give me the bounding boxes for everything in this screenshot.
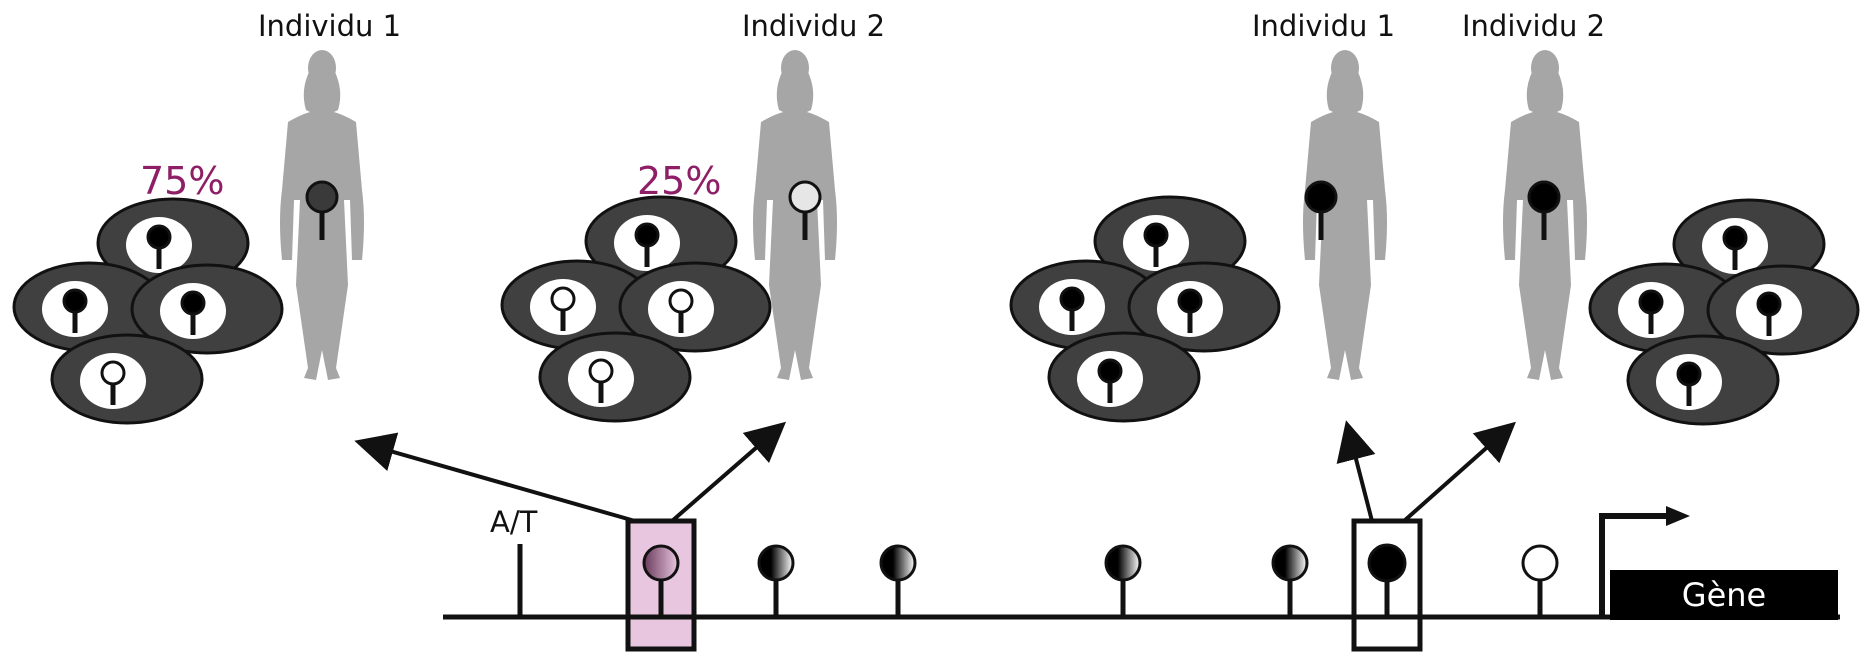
cell-cluster-g1-individual-1 [12,197,284,425]
marker-g2-ind1 [1304,180,1338,240]
cell-cluster-g1-individual-2 [500,195,772,423]
label-g2-individual-1: Individu 1 [1252,9,1395,43]
cell [1588,262,1742,354]
cpg-site-2 [757,544,795,617]
cpg-site-4 [1104,544,1142,617]
silhouette-g1-individual-2 [753,50,837,380]
cell [130,263,284,355]
cpg-site-3 [879,544,917,617]
cell [1009,259,1163,351]
cell [618,261,772,353]
arrow-to-g2-individual-2 [1402,421,1516,523]
cpg-site-1 [642,544,680,617]
marker-g2-ind2 [1527,180,1561,240]
silhouette-g2-individual-1 [1303,50,1387,380]
cell [500,259,654,351]
cell [1706,264,1860,356]
gene-box [1610,570,1838,620]
cell [1047,331,1201,423]
marker-g1-ind1 [305,180,339,240]
transcription-start-arrow [1599,506,1690,617]
cell [538,331,692,423]
cpg-site-6 [1367,543,1407,617]
label-g2-individual-2: Individu 2 [1462,9,1605,43]
cpg-site-7 [1521,544,1559,617]
highlight-box-methylated-site [1351,518,1423,652]
arrow-to-g1-individual-2 [670,421,787,523]
cpg-site-5 [1271,544,1309,617]
arrow-to-g2-individual-1 [1336,420,1376,522]
label-g1-individual-1: Individu 1 [258,9,401,43]
cell-cluster-g2-individual-1 [1009,195,1281,423]
cell-cluster-g2-individual-2 [1588,198,1860,426]
arrow-to-g1-individual-1 [354,432,636,523]
label-g1-individual-2: Individu 2 [742,9,885,43]
cell [50,333,204,425]
percent-individual-1: 75% [140,159,224,203]
snp-label: A/T [490,505,538,539]
marker-g1-ind2 [788,180,822,240]
cell [1127,261,1281,353]
gene-label: Gène [1682,576,1766,614]
cell [1626,334,1780,426]
percent-individual-2: 25% [637,159,721,203]
